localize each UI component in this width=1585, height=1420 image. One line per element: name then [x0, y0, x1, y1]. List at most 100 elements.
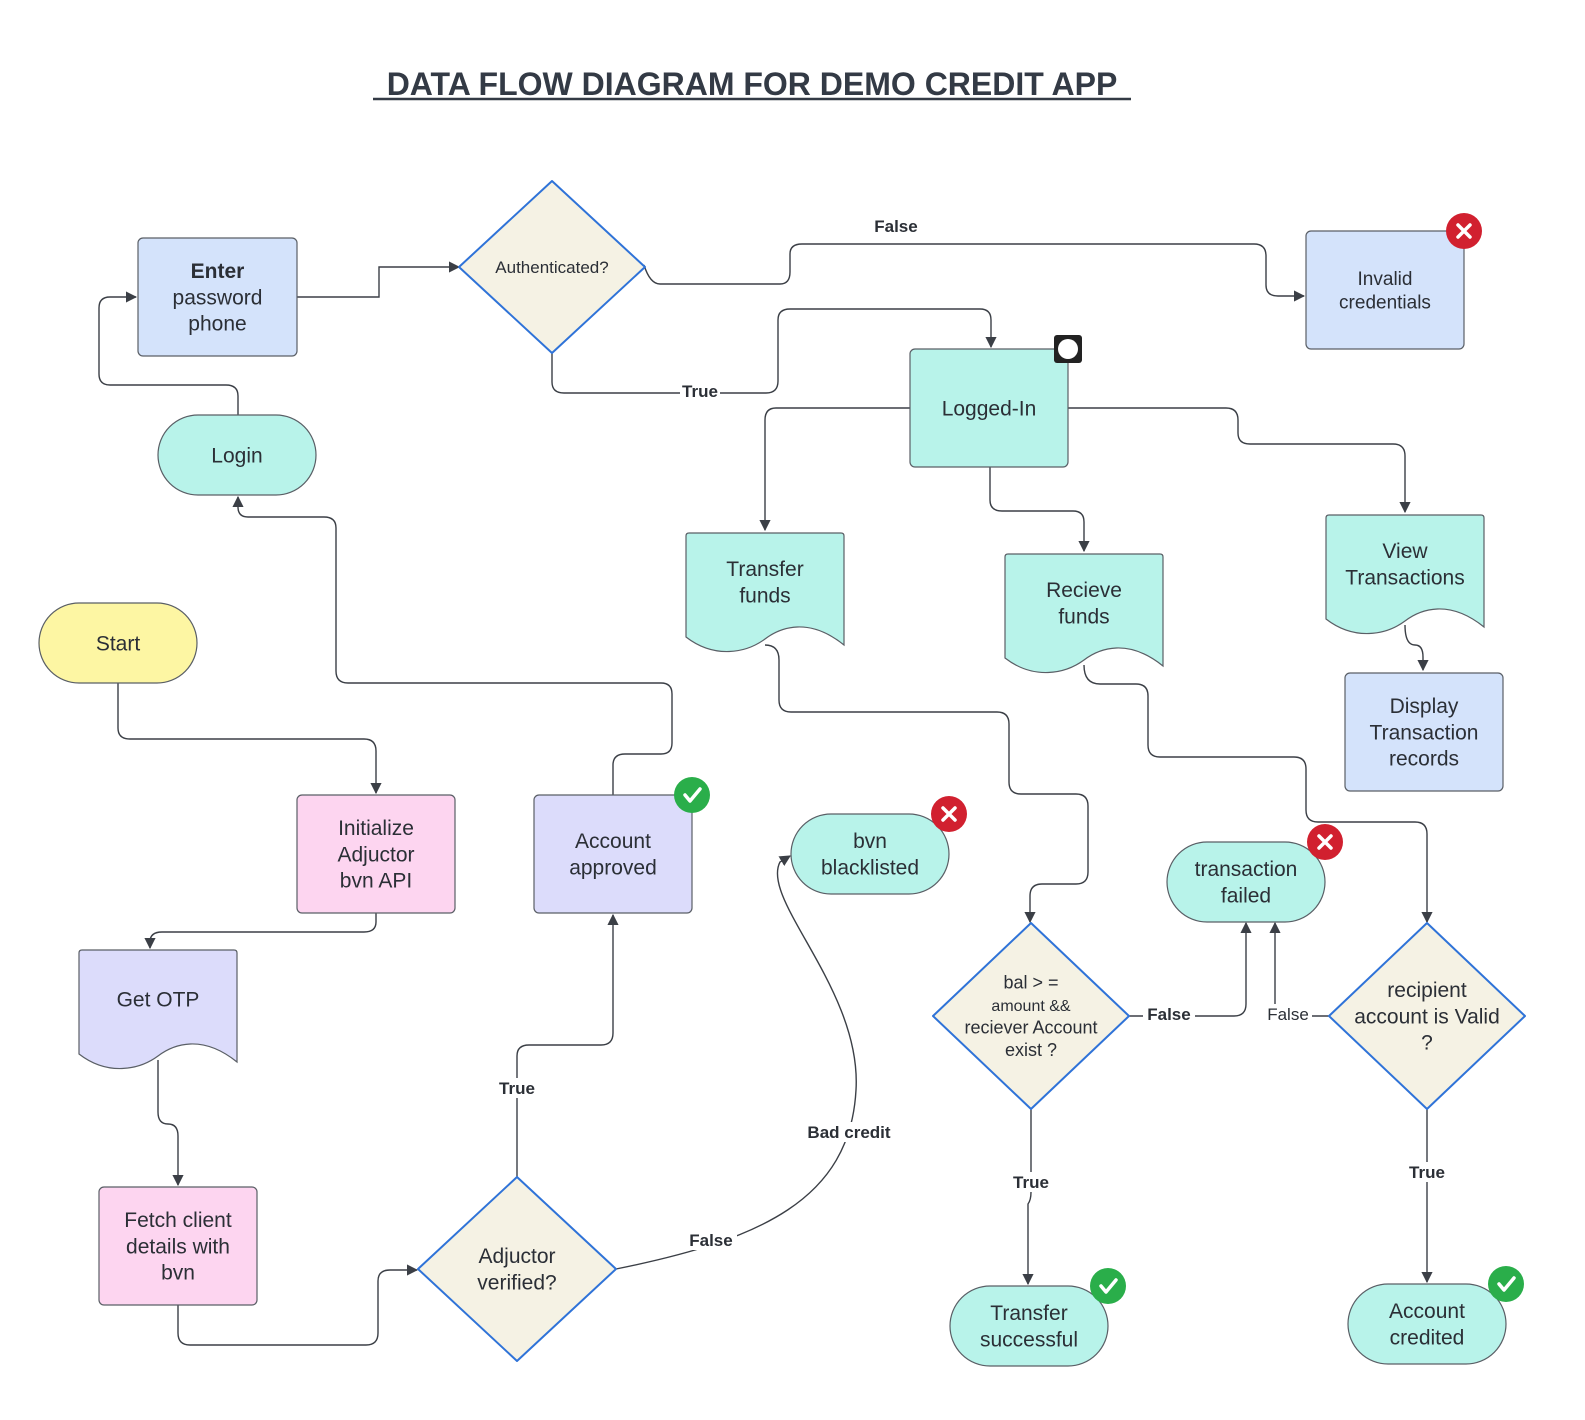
node-label-line: Logged-In — [942, 397, 1037, 420]
node-label-line: amount && — [991, 998, 1070, 1015]
node-shape — [909, 348, 1069, 468]
edge-balance-true — [1022, 1109, 1034, 1286]
node-shape — [949, 1285, 1109, 1367]
node-label-line: Transaction — [1370, 721, 1479, 744]
node-label-line: recipient — [1387, 979, 1467, 1002]
node-start[interactable]: Start — [38, 602, 198, 684]
node-shape — [932, 922, 1130, 1110]
node-label-line: Account — [1389, 1300, 1465, 1323]
node-label-line: Fetch client — [124, 1209, 232, 1232]
node-label-line: Start — [96, 632, 141, 655]
node-label-line: Get OTP — [117, 988, 200, 1011]
node-label-line: Account — [575, 830, 651, 853]
edge-label-recipient-true: True — [1409, 1163, 1445, 1182]
check-icon — [674, 777, 710, 813]
node-label-line: Invalid — [1358, 269, 1413, 290]
error-icon — [931, 796, 967, 832]
edge-authenticated-true — [551, 308, 997, 394]
node-shape — [1004, 553, 1164, 674]
node-label-line: Transfer — [726, 558, 803, 581]
node-label-line: transaction — [1195, 858, 1298, 881]
node-shape — [137, 237, 298, 357]
node-fetch-client[interactable]: Fetch client details with bvn — [98, 1186, 258, 1306]
node-label-line: password — [173, 286, 263, 309]
edge-balance-false — [1129, 921, 1252, 1017]
node-shape — [1325, 514, 1485, 635]
edge-label-auth-true: True — [682, 382, 718, 401]
check-icon — [1488, 1266, 1524, 1302]
node-transfer-successful[interactable]: Transfer successful — [949, 1285, 1109, 1367]
page-title: DATA FLOW DIAGRAM FOR DEMO CREDIT APP — [387, 66, 1118, 102]
node-label-line: bvn — [853, 830, 887, 853]
node-label-line: bal > = — [1003, 973, 1058, 993]
node-shape — [790, 813, 950, 895]
node-account-credited[interactable]: Account credited — [1347, 1283, 1507, 1365]
node-label-line: bvn API — [340, 870, 412, 893]
node-label-line: successful — [980, 1328, 1078, 1351]
node-label-line: Transfer — [990, 1302, 1067, 1325]
node-label-line: credited — [1390, 1326, 1465, 1349]
node-label-line: Adjuctor — [478, 1245, 555, 1268]
edge-label-recipient-false: False — [1267, 1005, 1309, 1024]
node-label-line: Login — [211, 444, 262, 467]
edge-label-bad-credit: Bad credit — [807, 1123, 890, 1142]
node-label-line: approved — [569, 856, 657, 879]
edge-enter-to-authenticated — [297, 261, 461, 298]
node-shape — [38, 602, 198, 684]
edge-start-to-initialize — [117, 683, 382, 795]
node-label-line: bvn — [161, 1262, 195, 1285]
node-label-line: exist ? — [1005, 1040, 1057, 1060]
node-label-line: details with — [126, 1235, 230, 1258]
node-label-line: blacklisted — [821, 856, 919, 879]
node-get-otp[interactable]: Get OTP — [78, 949, 238, 1070]
check-icon — [1090, 1268, 1126, 1304]
node-label-line: funds — [1058, 605, 1109, 628]
connectors — [98, 243, 1433, 1346]
node-shape — [1344, 672, 1504, 792]
node-shape — [78, 949, 238, 1070]
node-label-line: View — [1382, 540, 1428, 563]
node-shape — [157, 414, 317, 496]
edge-label-balance-false: False — [1147, 1005, 1190, 1024]
node-shape — [1305, 230, 1465, 350]
edge-approved-to-login — [232, 495, 673, 795]
edge-labels: False True True False Bad credit False F… — [496, 216, 1448, 1250]
node-label-line: ? — [1421, 1032, 1433, 1055]
edge-initialize-to-getotp — [144, 913, 377, 950]
node-shape — [1347, 1283, 1507, 1365]
badges — [674, 213, 1524, 1304]
node-label-line: credentials — [1339, 293, 1431, 314]
edge-transfer-to-balance — [764, 644, 1089, 924]
edge-loggedin-to-recieve — [989, 467, 1090, 553]
edge-recieve-to-recipient — [1083, 664, 1433, 924]
node-invalid-credentials[interactable]: Invalid credentials — [1305, 230, 1465, 350]
edge-loggedin-to-view — [1068, 407, 1411, 514]
node-shape — [458, 180, 646, 354]
node-bvn-blacklisted[interactable]: bvn blacklisted — [790, 813, 950, 895]
edge-loggedin-to-transfer — [759, 407, 910, 532]
node-label-line: account is Valid — [1354, 1005, 1500, 1028]
node-recipient-valid[interactable]: recipient account is Valid? — [1328, 922, 1526, 1110]
node-login[interactable]: Login — [157, 414, 317, 496]
node-authenticated[interactable]: Authenticated? — [458, 180, 646, 354]
node-shape — [533, 794, 693, 914]
edge-adjuctor-false — [615, 855, 857, 1270]
node-account-approved[interactable]: Account approved — [533, 794, 693, 914]
node-label-line: Transactions — [1345, 566, 1464, 589]
node-shape — [1328, 922, 1526, 1110]
edge-adjuctor-true — [516, 913, 619, 1177]
node-label-line: Adjuctor — [337, 843, 414, 866]
node-logged-in[interactable]: Logged-In — [909, 348, 1069, 468]
edge-label-adjuctor-true: True — [499, 1079, 535, 1098]
